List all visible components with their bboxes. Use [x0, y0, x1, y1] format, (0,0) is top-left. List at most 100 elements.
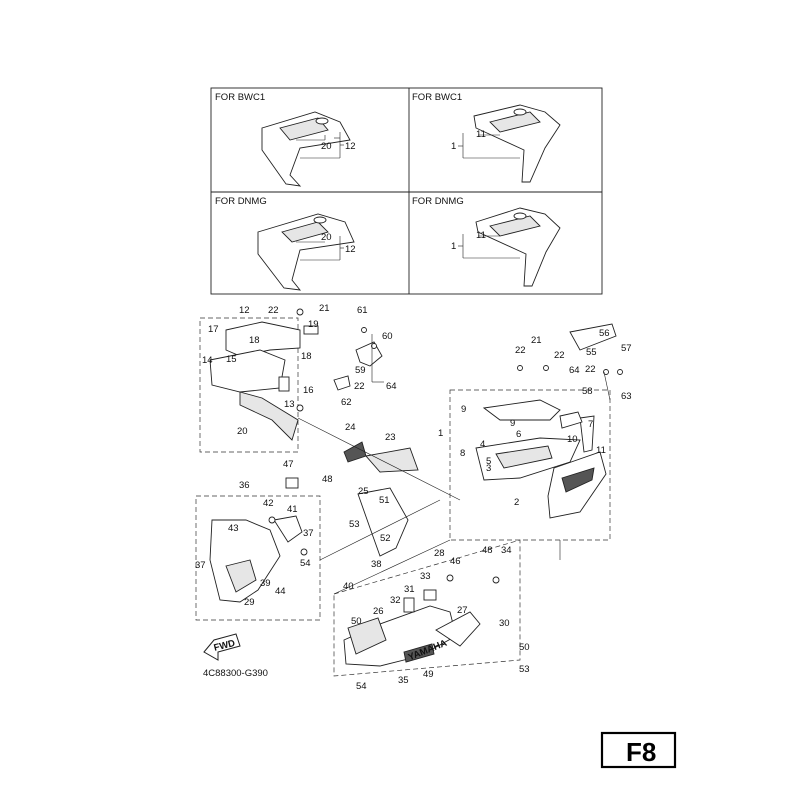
callout-label: 12	[345, 141, 356, 152]
variant-header: FOR DNMG	[412, 196, 464, 207]
callout-31: 31	[404, 584, 415, 595]
callout-label: 1	[451, 241, 456, 252]
callout-39: 39	[260, 578, 271, 589]
callout-13: 13	[284, 399, 295, 410]
callout-53: 53	[349, 519, 360, 530]
callout-4: 4	[480, 439, 485, 450]
center-bracket-parts	[333, 327, 419, 557]
callout-47: 47	[283, 459, 294, 470]
fwd-label: FWD	[213, 638, 237, 654]
callout-label: 12	[345, 244, 356, 255]
callout-50: 50	[519, 642, 530, 653]
assembly-group-outlines	[195, 317, 611, 677]
callout-6: 6	[516, 429, 521, 440]
callout-63: 63	[621, 391, 632, 402]
callout-62: 62	[341, 397, 352, 408]
variant-box-bwc1-right: FOR BWC1 11 1	[412, 92, 561, 183]
callout-3: 3	[486, 463, 491, 474]
callout-50: 50	[351, 616, 362, 627]
callout-36: 36	[239, 480, 250, 491]
variant-box-dnmg-right: FOR DNMG 11 1	[412, 196, 561, 287]
callout-22: 22	[585, 364, 596, 375]
callout-54: 54	[300, 558, 311, 569]
drawing-code: 4C88300-G390	[203, 668, 268, 679]
right-side-cover	[475, 323, 623, 519]
callout-57: 57	[621, 343, 632, 354]
page-code-box	[600, 731, 677, 769]
callout-2: 2	[514, 497, 519, 508]
callout-51: 51	[379, 495, 390, 506]
callout-48: 48	[322, 474, 333, 485]
callout-54: 54	[356, 681, 367, 692]
callout-32: 32	[390, 595, 401, 606]
lower-cowling-assembly	[343, 574, 500, 667]
callout-15: 15	[226, 354, 237, 365]
callout-18: 18	[301, 351, 312, 362]
callout-48: 48	[482, 545, 493, 556]
callout-53: 53	[519, 664, 530, 675]
callout-24: 24	[345, 422, 356, 433]
callout-22: 22	[554, 350, 565, 361]
variant-header: FOR BWC1	[412, 92, 462, 103]
callout-10: 10	[567, 434, 578, 445]
callout-64: 64	[386, 381, 397, 392]
leader-lines	[297, 334, 611, 595]
callout-64: 64	[569, 365, 580, 376]
callout-30: 30	[499, 618, 510, 629]
callout-35: 35	[398, 675, 409, 686]
callout-37: 37	[303, 528, 314, 539]
callout-label: 1	[451, 141, 456, 152]
callout-52: 52	[380, 533, 391, 544]
callout-41: 41	[287, 504, 298, 515]
callout-46: 46	[450, 556, 461, 567]
callout-26: 26	[373, 606, 384, 617]
callout-22: 22	[268, 305, 279, 316]
callout-33: 33	[420, 571, 431, 582]
callout-9: 9	[510, 418, 515, 429]
callout-21: 21	[319, 303, 330, 314]
callout-label: 20	[321, 232, 332, 243]
callout-1: 1	[438, 428, 443, 439]
variant-box-bwc1-left: FOR BWC1 20 12	[215, 92, 356, 187]
callout-55: 55	[586, 347, 597, 358]
callout-28: 28	[434, 548, 445, 559]
variant-header: FOR BWC1	[215, 92, 265, 103]
callout-label: 11	[476, 129, 486, 140]
callout-34: 34	[501, 545, 512, 556]
callout-19: 19	[308, 319, 319, 330]
callout-61: 61	[357, 305, 368, 316]
variant-grid: FOR BWC1 20 12 FOR BWC1 11 1	[210, 87, 603, 295]
variant-grid-frame	[210, 87, 603, 295]
inner-panel-assembly	[209, 477, 308, 603]
callout-42: 42	[263, 498, 274, 509]
callout-43: 43	[228, 523, 239, 534]
callout-14: 14	[202, 355, 213, 366]
callout-9: 9	[461, 404, 466, 415]
callout-58: 58	[582, 386, 593, 397]
callout-17: 17	[208, 324, 219, 335]
callout-56: 56	[599, 328, 610, 339]
callout-21: 21	[531, 335, 542, 346]
callout-label: 11	[476, 230, 486, 241]
callout-27: 27	[457, 605, 468, 616]
callout-label: 20	[321, 141, 332, 152]
callout-20: 20	[237, 426, 248, 437]
callout-11: 11	[596, 445, 606, 456]
callout-22: 22	[515, 345, 526, 356]
callout-60: 60	[382, 331, 393, 342]
callout-23: 23	[385, 432, 396, 443]
callout-16: 16	[303, 385, 314, 396]
callout-12: 12	[239, 305, 250, 316]
variant-box-dnmg-left: FOR DNMG 20 12	[215, 196, 356, 291]
fwd-arrow-icon: FWD	[203, 633, 241, 661]
callout-37: 37	[195, 560, 206, 571]
callout-25: 25	[358, 486, 369, 497]
callout-18: 18	[249, 335, 260, 346]
callout-40: 40	[343, 581, 354, 592]
callout-59: 59	[355, 365, 366, 376]
callout-49: 49	[423, 669, 434, 680]
callout-29: 29	[244, 597, 255, 608]
callout-22: 22	[354, 381, 365, 392]
